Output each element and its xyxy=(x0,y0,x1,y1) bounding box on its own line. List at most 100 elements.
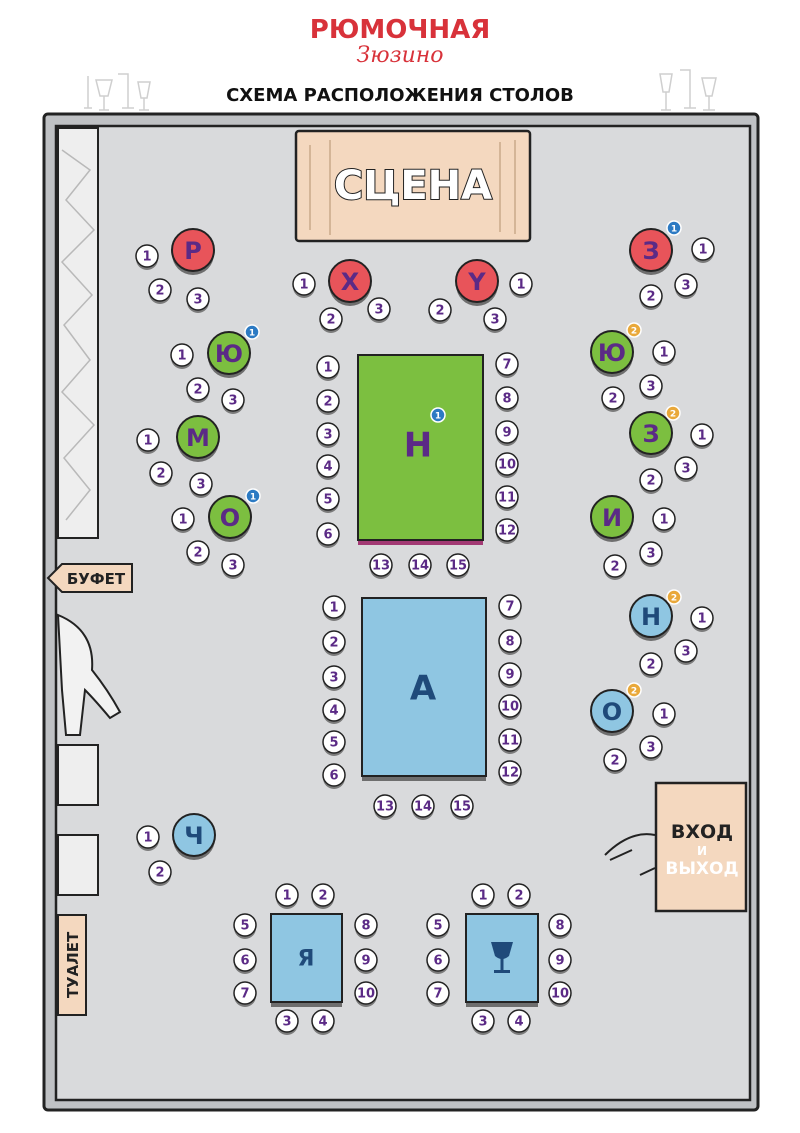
seat-table-glass-6[interactable]: 6 xyxy=(426,948,450,974)
seat-table-ch-2[interactable]: 2 xyxy=(148,860,172,886)
seat-table-ya-6[interactable]: 6 xyxy=(233,948,257,974)
seat-table-glass-9[interactable]: 9 xyxy=(548,948,572,974)
seat-table-yu-right-2[interactable]: 2 xyxy=(601,386,625,412)
seat-table-glass-1[interactable]: 1 xyxy=(471,883,495,909)
seat-table-n-big-4[interactable]: 4 xyxy=(316,454,340,480)
seat-table-n-small-2[interactable]: 2 xyxy=(639,652,663,678)
seat-table-n-big-8[interactable]: 8 xyxy=(495,386,519,412)
seat-table-r-1[interactable]: 1 xyxy=(135,244,159,270)
seat-table-y-3[interactable]: 3 xyxy=(483,307,507,333)
seat-table-ya-4[interactable]: 4 xyxy=(311,1009,335,1035)
seat-table-z-top-3[interactable]: 3 xyxy=(674,273,698,299)
seat-table-yu-right-1[interactable]: 1 xyxy=(652,340,676,366)
seat-table-i-2[interactable]: 2 xyxy=(603,554,627,580)
seat-table-yu-right-3[interactable]: 3 xyxy=(639,374,663,400)
seat-table-ch-1[interactable]: 1 xyxy=(136,825,160,851)
seat-table-glass-2[interactable]: 2 xyxy=(507,883,531,909)
seat-table-ya-2[interactable]: 2 xyxy=(311,883,335,909)
seat-table-n-small-1[interactable]: 1 xyxy=(690,606,714,632)
seat-table-r-3[interactable]: 3 xyxy=(186,287,210,313)
seat-table-a-12[interactable]: 12 xyxy=(498,760,522,786)
seat-table-ya-1[interactable]: 1 xyxy=(275,883,299,909)
seat-table-kh-1[interactable]: 1 xyxy=(292,272,316,298)
seat-table-ya-9[interactable]: 9 xyxy=(354,948,378,974)
seat-table-z-right-1[interactable]: 1 xyxy=(690,423,714,449)
seat-table-glass-5[interactable]: 5 xyxy=(426,913,450,939)
seat-table-a-13[interactable]: 13 xyxy=(373,794,397,820)
seat-table-n-big-14[interactable]: 14 xyxy=(408,553,432,579)
seat-table-a-15[interactable]: 15 xyxy=(450,794,474,820)
seat-table-n-big-2[interactable]: 2 xyxy=(316,389,340,415)
seat-table-n-big-7[interactable]: 7 xyxy=(495,352,519,378)
seat-table-z-top-1[interactable]: 1 xyxy=(691,237,715,263)
seat-table-m-2[interactable]: 2 xyxy=(149,461,173,487)
seat-table-o-right-3[interactable]: 3 xyxy=(639,735,663,761)
seat-table-y-1[interactable]: 1 xyxy=(509,272,533,298)
seat-table-r-2[interactable]: 2 xyxy=(148,278,172,304)
seat-table-m-3[interactable]: 3 xyxy=(189,472,213,498)
seat-table-n-big-9[interactable]: 9 xyxy=(495,420,519,446)
seat-table-glass-8[interactable]: 8 xyxy=(548,913,572,939)
seat-table-ya-10[interactable]: 10 xyxy=(354,981,378,1007)
seat-table-y-2[interactable]: 2 xyxy=(428,298,452,324)
seat-table-z-right-2[interactable]: 2 xyxy=(639,468,663,494)
seat-table-ya-5[interactable]: 5 xyxy=(233,913,257,939)
seat-table-o-left-2[interactable]: 2 xyxy=(186,540,210,566)
seat-table-yu-left-2[interactable]: 2 xyxy=(186,377,210,403)
seat-table-o-left-3[interactable]: 3 xyxy=(221,553,245,579)
seat-table-a-2[interactable]: 2 xyxy=(322,630,346,656)
table-ch[interactable]: Ч12 xyxy=(136,813,216,886)
seat-table-glass-10[interactable]: 10 xyxy=(548,981,572,1007)
seat-table-a-6[interactable]: 6 xyxy=(322,763,346,789)
seat-table-n-big-1[interactable]: 1 xyxy=(316,355,340,381)
seat-table-a-7[interactable]: 7 xyxy=(498,594,522,620)
seat-table-n-big-5[interactable]: 5 xyxy=(316,487,340,513)
seat-table-a-8[interactable]: 8 xyxy=(498,629,522,655)
seat-table-o-left-1[interactable]: 1 xyxy=(171,507,195,533)
seat-table-m-1[interactable]: 1 xyxy=(136,428,160,454)
seat-table-yu-left-3[interactable]: 3 xyxy=(221,388,245,414)
seat-table-n-big-11[interactable]: 11 xyxy=(495,485,519,511)
seat-table-a-10[interactable]: 10 xyxy=(498,694,522,720)
seat-table-n-big-10[interactable]: 10 xyxy=(495,452,519,478)
seat-table-ya-7[interactable]: 7 xyxy=(233,981,257,1007)
seat-table-a-11[interactable]: 11 xyxy=(498,728,522,754)
seat-table-o-right-2[interactable]: 2 xyxy=(603,748,627,774)
seat-table-glass-7[interactable]: 7 xyxy=(426,981,450,1007)
seat-table-kh-2[interactable]: 2 xyxy=(319,307,343,333)
seat-table-a-14[interactable]: 14 xyxy=(411,794,435,820)
seat-table-ya-3[interactable]: 3 xyxy=(275,1009,299,1035)
seat-table-i-3[interactable]: 3 xyxy=(639,541,663,567)
seat-table-a-1[interactable]: 1 xyxy=(322,595,346,621)
seat-table-z-right-3[interactable]: 3 xyxy=(674,456,698,482)
seat-table-glass-3[interactable]: 3 xyxy=(471,1009,495,1035)
seat-table-n-big-3[interactable]: 3 xyxy=(316,422,340,448)
seat-table-i-1[interactable]: 1 xyxy=(652,507,676,533)
seat-table-n-big-15[interactable]: 15 xyxy=(446,553,470,579)
seat-table-kh-3[interactable]: 3 xyxy=(367,297,391,323)
seat-table-n-big-12[interactable]: 12 xyxy=(495,518,519,544)
seat-table-n-big-13[interactable]: 13 xyxy=(369,553,393,579)
seat-table-yu-left-1[interactable]: 1 xyxy=(170,343,194,369)
seat-table-n-small-3[interactable]: 3 xyxy=(674,639,698,665)
seat-table-a-4[interactable]: 4 xyxy=(322,698,346,724)
seat-table-a-5[interactable]: 5 xyxy=(322,730,346,756)
seat-table-o-right-1[interactable]: 1 xyxy=(652,702,676,728)
seat-table-a-9[interactable]: 9 xyxy=(498,662,522,688)
seat-table-n-big-6[interactable]: 6 xyxy=(316,522,340,548)
